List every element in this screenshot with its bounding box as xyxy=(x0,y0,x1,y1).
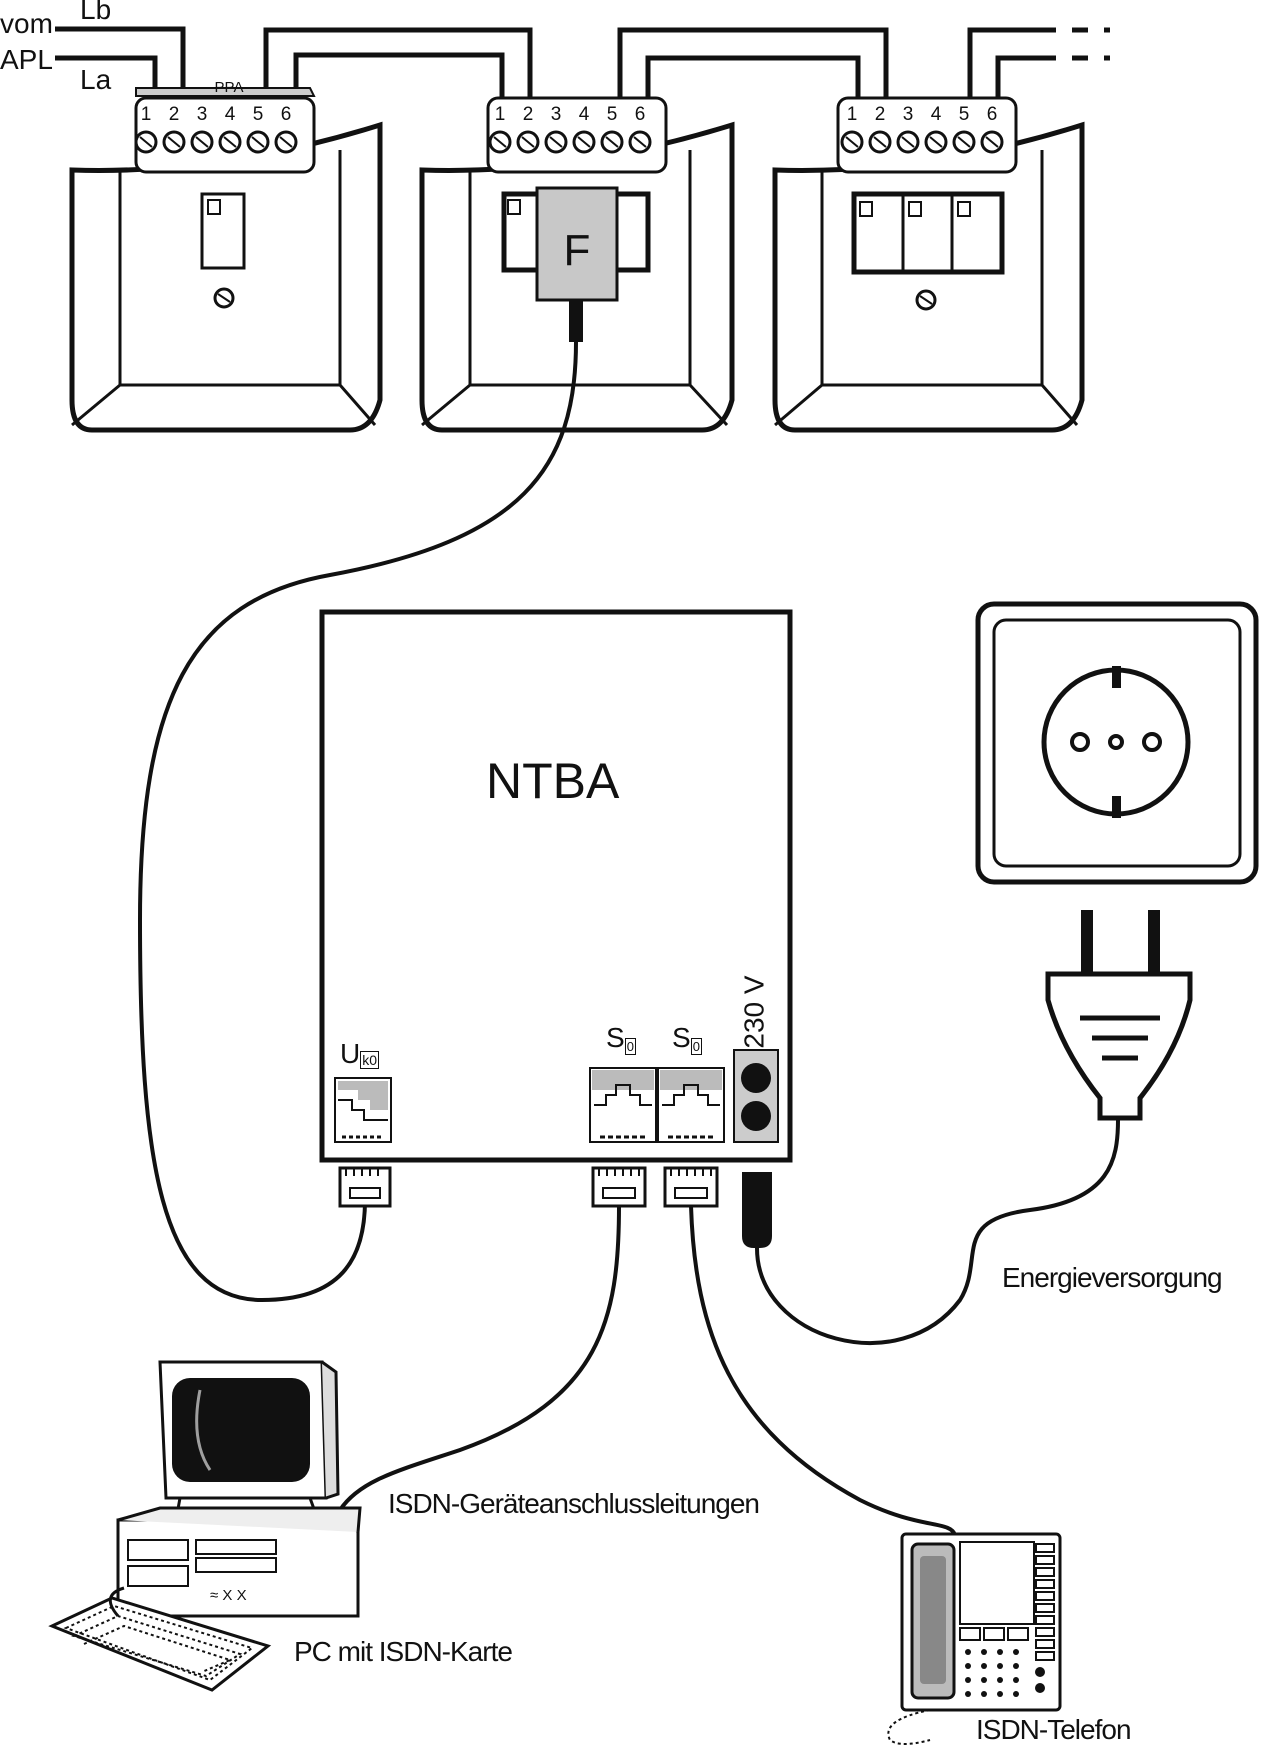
pin-number: 3 xyxy=(551,104,562,125)
screw-slot xyxy=(577,136,591,148)
screw-slot xyxy=(901,136,915,148)
ntba-title: NTBA xyxy=(486,753,620,809)
screw-slot xyxy=(929,136,943,148)
wall-outlet xyxy=(975,601,1259,885)
pin-number: 5 xyxy=(959,104,970,125)
pc-label: PC mit ISDN-Karte xyxy=(294,1636,513,1667)
power-cable xyxy=(755,1119,1120,1345)
uk0-plug xyxy=(338,1166,392,1208)
pin-number: 2 xyxy=(523,104,534,125)
pc-illustration: ≈ X X xyxy=(48,1360,362,1692)
filter-label: F xyxy=(564,226,591,275)
screw-slot xyxy=(521,136,535,148)
pin-number: 6 xyxy=(281,104,292,125)
screw-slot xyxy=(845,136,859,148)
cables-label: ISDN-Geräteanschlussleitungen xyxy=(388,1488,760,1519)
s0-plug-right xyxy=(663,1166,719,1208)
apl-label: APL xyxy=(0,44,53,75)
s0-plug-left xyxy=(591,1166,647,1208)
power-inlet xyxy=(733,1049,779,1143)
uk0-cable xyxy=(137,341,578,1303)
power-label: Energieversorgung xyxy=(1002,1262,1223,1293)
pin-number: 6 xyxy=(635,104,646,125)
pin-number: 2 xyxy=(169,104,180,125)
mains-plug xyxy=(1045,910,1193,1121)
filter-plug: F xyxy=(535,186,619,342)
pin-number: 3 xyxy=(903,104,914,125)
screw-slot xyxy=(873,136,887,148)
screw-slot xyxy=(549,136,563,148)
phone-illustration xyxy=(887,1532,1062,1745)
s0-cable-phone xyxy=(689,1205,957,1536)
screw-slot xyxy=(279,136,293,148)
s0-jack-left xyxy=(589,1067,657,1143)
power-cable-plug xyxy=(742,1172,772,1248)
phone-label: ISDN-Telefon xyxy=(976,1714,1132,1745)
tae-socket-1 xyxy=(69,87,383,433)
pin-number: 3 xyxy=(197,104,208,125)
lb-label: Lb xyxy=(80,0,112,25)
pin-number: 4 xyxy=(931,104,942,125)
screw-slot xyxy=(223,136,237,148)
uk0-jack xyxy=(334,1077,392,1143)
voltage-label: 230 V xyxy=(738,975,770,1049)
screw-slot xyxy=(605,136,619,148)
screw-slot xyxy=(633,136,647,148)
s0-jack-right xyxy=(657,1067,725,1143)
la-label: La xyxy=(80,64,112,95)
pin-number: 1 xyxy=(141,104,152,125)
pin-number: 4 xyxy=(225,104,236,125)
pin-number: 2 xyxy=(875,104,886,125)
from-label: vom xyxy=(0,8,53,39)
ppa-label: PPA xyxy=(215,79,244,96)
pin-number: 4 xyxy=(579,104,590,125)
svg-text:≈ X X: ≈ X X xyxy=(210,1587,247,1604)
screw-slot xyxy=(957,136,971,148)
pin-number: 1 xyxy=(495,104,506,125)
screw-slot xyxy=(167,136,181,148)
screw-slot xyxy=(195,136,209,148)
screw-slot xyxy=(985,136,999,148)
s0-cable-pc xyxy=(338,1205,621,1512)
pin-number: 5 xyxy=(607,104,618,125)
pin-number: 1 xyxy=(847,104,858,125)
screw-slot xyxy=(251,136,265,148)
pin-number: 6 xyxy=(987,104,998,125)
screw-slot xyxy=(493,136,507,148)
screw-slot xyxy=(139,136,153,148)
pin-number: 5 xyxy=(253,104,264,125)
